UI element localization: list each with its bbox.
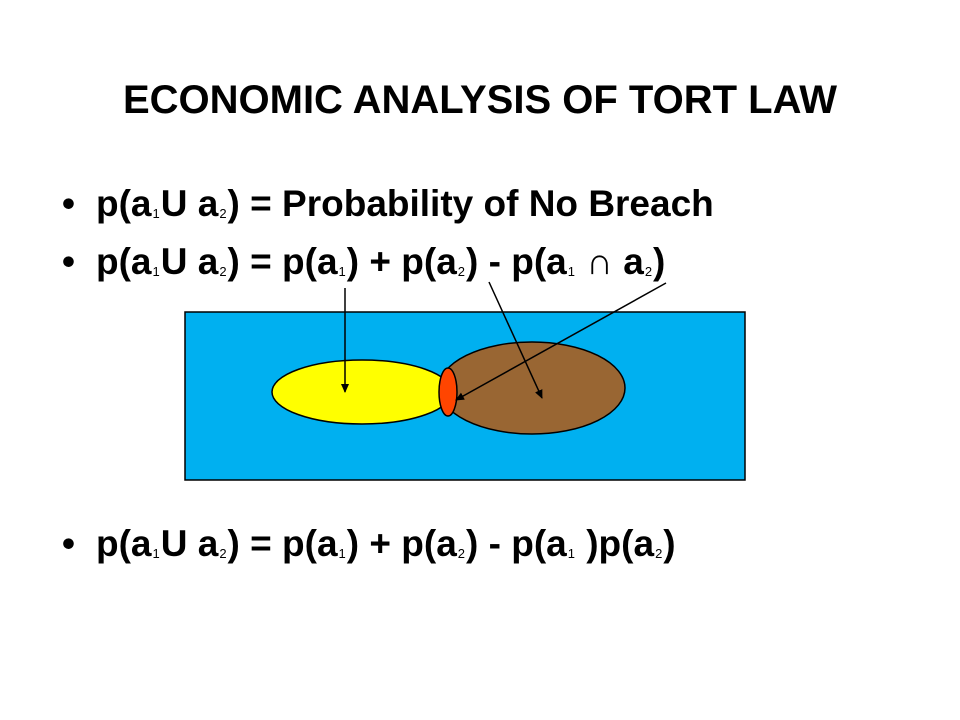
ellipse-a2 <box>438 341 626 435</box>
bullet-union-formula: •p(a1U a2) = p(a1) + p(a2) - p(a1 ∩ a2) <box>62 241 666 282</box>
arrow-to-intersection <box>455 282 667 401</box>
arrow-to-a2 <box>488 281 543 399</box>
ellipse-a1 <box>271 359 453 425</box>
bullet-dot: • <box>62 523 75 564</box>
bullet-dot: • <box>62 241 75 282</box>
bullet-independence-formula: •p(a1U a2) = p(a1) + p(a2) - p(a1 )p(a2) <box>62 523 676 564</box>
bullet-dot: • <box>62 183 75 224</box>
slide-title: ECONOMIC ANALYSIS OF TORT LAW <box>122 78 838 122</box>
ellipse-intersection <box>438 367 458 417</box>
bullet-no-breach: •p(a1U a2) = Probability of No Breach <box>62 183 714 224</box>
